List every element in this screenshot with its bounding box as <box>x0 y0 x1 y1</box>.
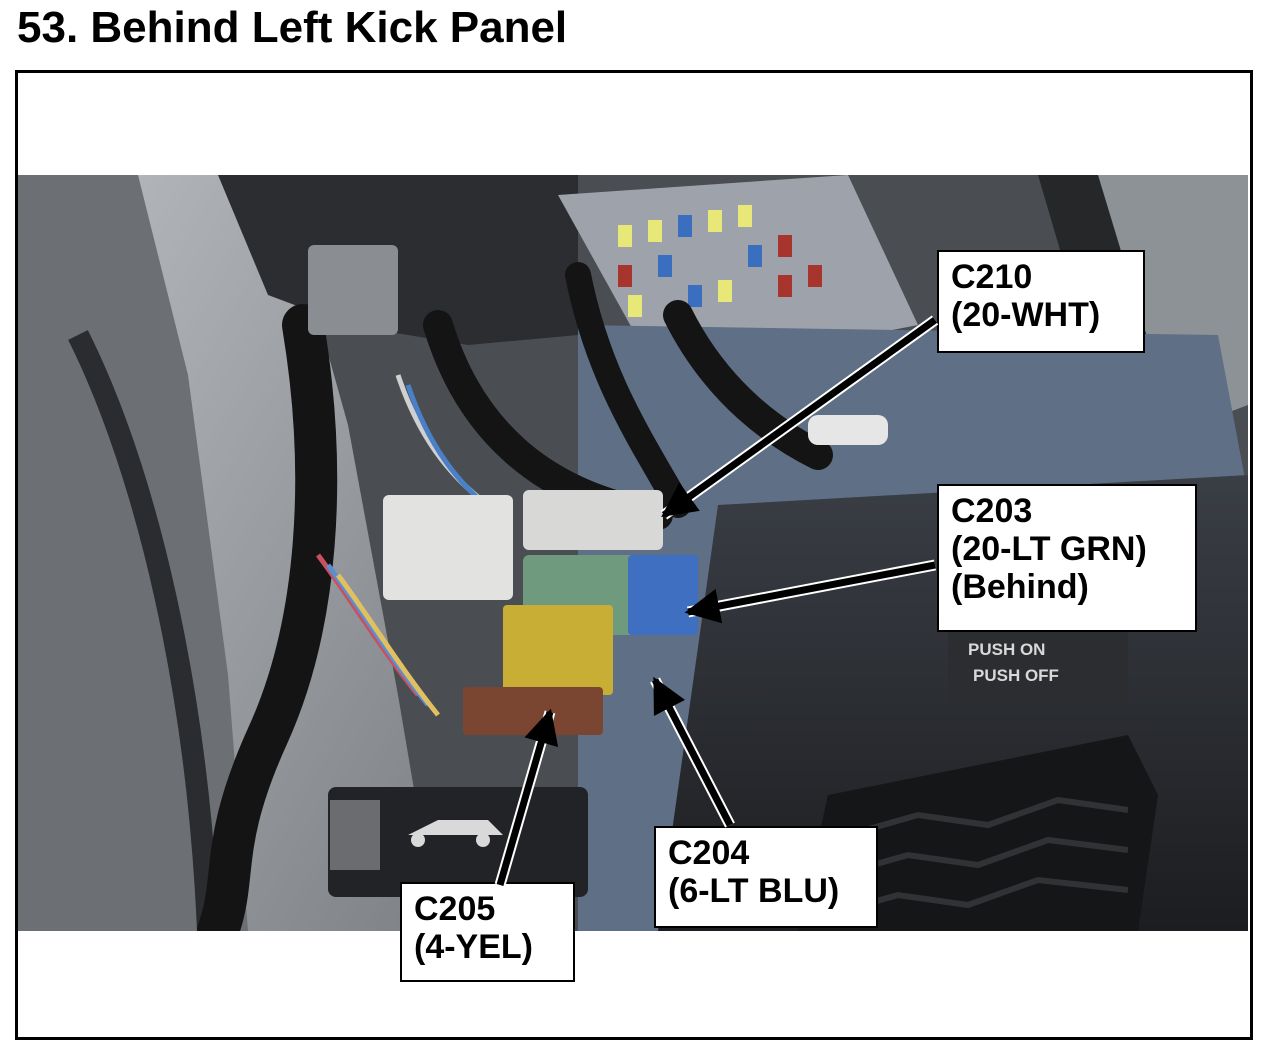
c203-desc: (20-LT GRN) <box>951 530 1147 568</box>
c203-code: C203 <box>951 492 1033 530</box>
photo-under-dash: PUSH ON PUSH OFF <box>18 175 1248 931</box>
callout-c205: C205 (4-YEL) <box>400 882 575 982</box>
c204-code: C204 <box>668 834 750 872</box>
hood-release-lever <box>328 787 588 897</box>
floor-mat <box>798 735 1158 931</box>
switch-text-on: PUSH ON <box>968 640 1045 659</box>
c204-desc: (6-LT BLU) <box>668 872 840 910</box>
c210-code: C210 <box>951 258 1033 296</box>
c210-desc: (20-WHT) <box>951 296 1101 334</box>
switch-text-off: PUSH OFF <box>973 666 1059 685</box>
callout-c204: C204 (6-LT BLU) <box>654 826 878 928</box>
callout-c210: C210 (20-WHT) <box>937 250 1145 353</box>
connector-white-group <box>383 490 663 600</box>
page-title: 53. Behind Left Kick Panel <box>17 3 568 52</box>
c205-code: C205 <box>414 890 496 928</box>
connector-yellow <box>503 605 613 695</box>
connector-brown <box>463 687 603 735</box>
callout-c203: C203 (20-LT GRN) (Behind) <box>937 484 1197 632</box>
c203-note: (Behind) <box>951 568 1089 606</box>
push-switch <box>948 625 1128 710</box>
c205-desc: (4-YEL) <box>414 928 533 966</box>
connector-blue <box>628 555 698 635</box>
